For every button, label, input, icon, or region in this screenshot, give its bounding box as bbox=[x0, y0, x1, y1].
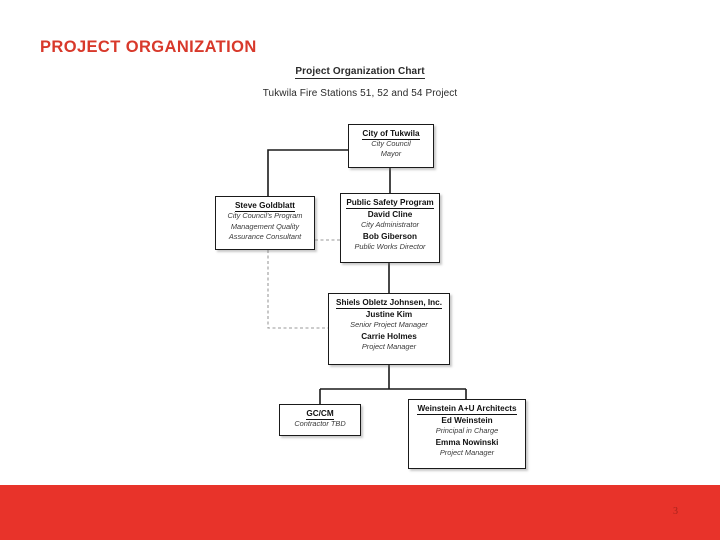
node-psp-name2: Bob Giberson bbox=[362, 232, 418, 241]
node-weinstein-name1: Ed Weinstein bbox=[441, 416, 493, 425]
page-title: PROJECT ORGANIZATION bbox=[40, 38, 257, 56]
org-chart: Project Organization Chart Tukwila Fire … bbox=[0, 66, 720, 469]
node-steve-goldblatt[interactable]: Steve Goldblatt City Council's Program M… bbox=[215, 196, 315, 250]
page-number: 3 bbox=[673, 506, 678, 517]
node-weinstein-header: Weinstein A+U Architects bbox=[417, 404, 517, 415]
node-goldblatt-header: Steve Goldblatt bbox=[234, 201, 296, 212]
node-psp-role1: City Administrator bbox=[360, 220, 420, 229]
node-gccm-role1: Contractor TBD bbox=[294, 419, 346, 428]
node-goldblatt-role-line3: Assurance Consultant bbox=[228, 232, 302, 241]
node-shiels-obletz-johnsen[interactable]: Shiels Obletz Johnsen, Inc. Justine Kim … bbox=[328, 293, 450, 365]
node-city-of-tukwila[interactable]: City of Tukwila City Council Mayor bbox=[348, 124, 434, 168]
node-city-line1: City Council bbox=[371, 139, 411, 148]
node-soj-name2: Carrie Holmes bbox=[361, 332, 417, 341]
node-soj-header: Shiels Obletz Johnsen, Inc. bbox=[335, 298, 442, 309]
node-weinstein-au-architects[interactable]: Weinstein A+U Architects Ed Weinstein Pr… bbox=[408, 399, 526, 469]
node-soj-role1: Senior Project Manager bbox=[350, 320, 428, 329]
chart-title: Project Organization Chart bbox=[0, 66, 720, 79]
node-weinstein-name2: Emma Nowinski bbox=[435, 438, 499, 447]
footer-band bbox=[0, 485, 720, 540]
node-weinstein-role2: Project Manager bbox=[439, 448, 495, 457]
node-public-safety-program[interactable]: Public Safety Program David Cline City A… bbox=[340, 193, 440, 263]
node-city-header: City of Tukwila bbox=[362, 129, 420, 140]
node-soj-name1: Justine Kim bbox=[365, 310, 413, 319]
node-goldblatt-role-line1: City Council's Program bbox=[227, 211, 303, 220]
node-city-line2: Mayor bbox=[380, 149, 402, 158]
node-gc-cm[interactable]: GC/CM Contractor TBD bbox=[279, 404, 361, 436]
node-weinstein-role1: Principal in Charge bbox=[435, 426, 499, 435]
node-psp-role2: Public Works Director bbox=[354, 242, 426, 251]
node-psp-name1: David Cline bbox=[367, 210, 413, 219]
node-soj-role2: Project Manager bbox=[361, 342, 417, 351]
node-goldblatt-role-line2: Management Quality bbox=[230, 221, 300, 231]
chart-title-text: Project Organization Chart bbox=[295, 66, 425, 79]
chart-subtitle: Tukwila Fire Stations 51, 52 and 54 Proj… bbox=[262, 88, 458, 99]
node-gccm-header: GC/CM bbox=[306, 409, 334, 420]
node-psp-header: Public Safety Program bbox=[346, 198, 434, 209]
